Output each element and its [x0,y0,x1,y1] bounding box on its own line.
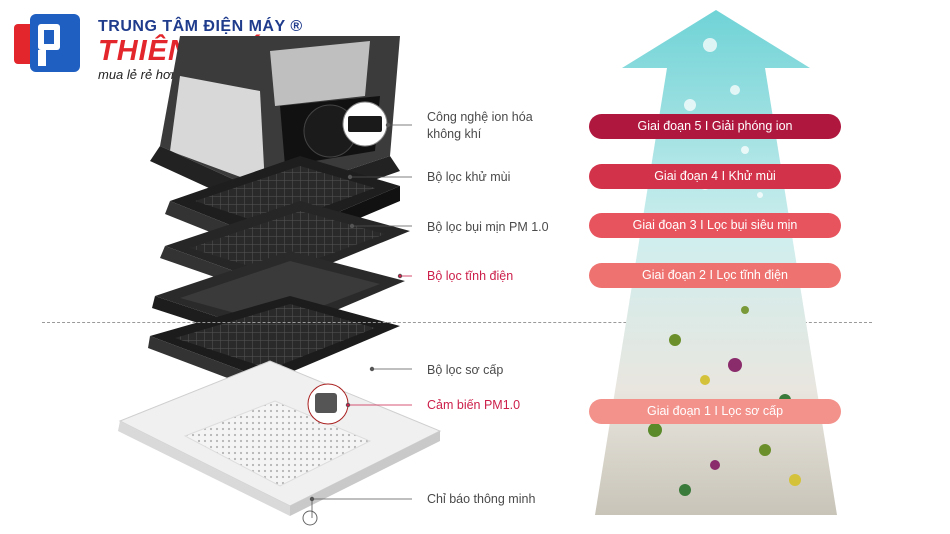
pollutant-particles [648,306,801,496]
brand-logo-icon [14,14,80,72]
stage-2-pill: Giai đoạn 2 I Lọc tĩnh điện [589,263,841,288]
exploded-air-conditioner-illustration [118,36,442,526]
label-ion-line1: Công nghệ ion hóa [427,110,533,124]
label-primary-filter: Bộ lọc sơ cấp [427,363,504,377]
pm10-sensor [307,383,349,425]
smart-indicator-icon [302,510,318,526]
ion-module [342,101,388,147]
stage-1-pill: Giai đoạn 1 I Lọc sơ cấp [589,399,841,424]
label-electrostatic-filter: Bộ lọc tĩnh điện [427,269,514,283]
stage-5-pill: Giai đoạn 5 I Giải phóng ion [589,114,841,139]
label-pm10-filter: Bộ lọc bụi mịn PM 1.0 [427,220,549,234]
section-divider [42,322,872,323]
purification-arrow-illustration [595,10,837,515]
label-deodorizing-filter: Bộ lọc khử mùi [427,170,511,184]
stage-3-pill: Giai đoạn 3 I Lọc bụi siêu mịn [589,213,841,238]
stage-4-pill: Giai đoạn 4 I Khử mùi [589,164,841,189]
label-smart-indicator: Chỉ báo thông minh [427,492,536,506]
unit-chassis [150,36,400,216]
label-pm10-sensor: Cảm biến PM1.0 [427,398,521,412]
label-ion-technology: Công nghệ ion hóa không khí [427,109,533,143]
brand-top-line: TRUNG TÂM ĐIỆN MÁY ® [98,18,303,35]
label-ion-line2: không khí [427,127,482,141]
front-panel [118,360,442,516]
